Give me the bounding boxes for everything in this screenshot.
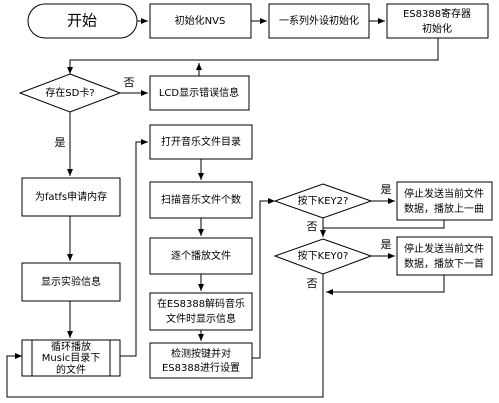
init-es8388-label-2: 初始化 <box>422 22 452 35</box>
start-terminator <box>27 3 138 39</box>
detect-label-2: ES8388进行设置 <box>162 361 240 374</box>
start-label: 开始 <box>67 12 97 30</box>
lcd-error-box <box>149 75 250 111</box>
play-prev-box <box>396 181 493 221</box>
sd-no-label: 否 <box>124 76 135 89</box>
loop-label-1: 循环播放 <box>51 340 91 353</box>
open-dir-box <box>149 124 253 160</box>
fatfs-box <box>21 177 121 217</box>
play-each-box <box>149 237 253 275</box>
key2-no-label: 否 <box>307 220 318 233</box>
scan-files-label: 扫描音乐文件个数 <box>161 193 241 206</box>
play-next-label-2: 数据，播放下一首 <box>404 257 484 270</box>
edge-loop-to-open-dir <box>120 139 148 357</box>
play-prev-label-1: 停止发送当前文件 <box>404 187 484 200</box>
init-peripherals-box <box>268 3 370 39</box>
fatfs-label: 为fatfs申请内存 <box>35 190 107 203</box>
key2-decision-diamond <box>273 183 373 219</box>
edge-es8388-to-sd-check <box>67 38 439 74</box>
edge-detect-to-key2 <box>252 198 275 359</box>
scan-files-box <box>149 181 253 219</box>
detect-label-1: 检测按键并对 <box>171 347 231 360</box>
sd-decision-diamond <box>18 73 122 113</box>
play-prev-label-2: 数据，播放上一曲 <box>404 202 484 215</box>
edge-key0-no-return <box>6 274 324 398</box>
lcd-error-label: LCD显示错误信息 <box>159 86 239 99</box>
decode-label-1: 在ES8388解码音乐 <box>157 297 245 310</box>
decode-info-box <box>149 292 253 331</box>
loop-label-2: Music目录下 <box>42 352 100 364</box>
edge-next-return <box>326 275 445 295</box>
play-next-label-1: 停止发送当前文件 <box>404 242 484 255</box>
open-dir-label: 打开音乐文件目录 <box>161 135 241 148</box>
init-es8388-label-1: ES8388寄存器 <box>403 7 471 20</box>
sd-yes-label: 是 <box>55 136 66 149</box>
key0-decision-diamond <box>273 238 373 275</box>
key2-decision-label: 按下KEY2? <box>298 194 349 207</box>
detect-keys-box <box>149 342 253 379</box>
init-peripherals-label: 一系列外设初始化 <box>279 14 359 27</box>
sd-decision-label: 存在SD卡? <box>45 86 94 99</box>
key2-yes-label: 是 <box>381 183 392 196</box>
play-next-box <box>396 236 493 276</box>
show-info-label: 显示实验信息 <box>41 275 101 288</box>
init-nvs-label: 初始化NVS <box>175 14 226 27</box>
loop-subprocess-box <box>21 339 121 377</box>
decode-label-2: 文件时显示信息 <box>166 312 236 325</box>
key0-decision-label: 按下KEY0? <box>298 249 349 262</box>
loop-label-3: 的文件 <box>56 363 86 376</box>
show-info-box <box>21 262 121 302</box>
init-nvs-box <box>149 3 252 39</box>
play-each-label: 逐个播放文件 <box>171 249 231 262</box>
edge-prev-return <box>323 220 445 229</box>
init-es8388-box <box>386 3 489 39</box>
key0-no-label: 否 <box>307 277 318 290</box>
key0-yes-label: 是 <box>381 238 392 251</box>
